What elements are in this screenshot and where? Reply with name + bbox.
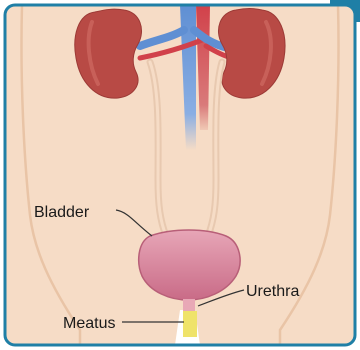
- urethra: [183, 311, 197, 337]
- meatus-label: Meatus: [63, 315, 115, 332]
- urethra-label: Urethra: [246, 283, 299, 300]
- urethra-upper: [183, 299, 195, 312]
- bladder-label: Bladder: [34, 204, 90, 221]
